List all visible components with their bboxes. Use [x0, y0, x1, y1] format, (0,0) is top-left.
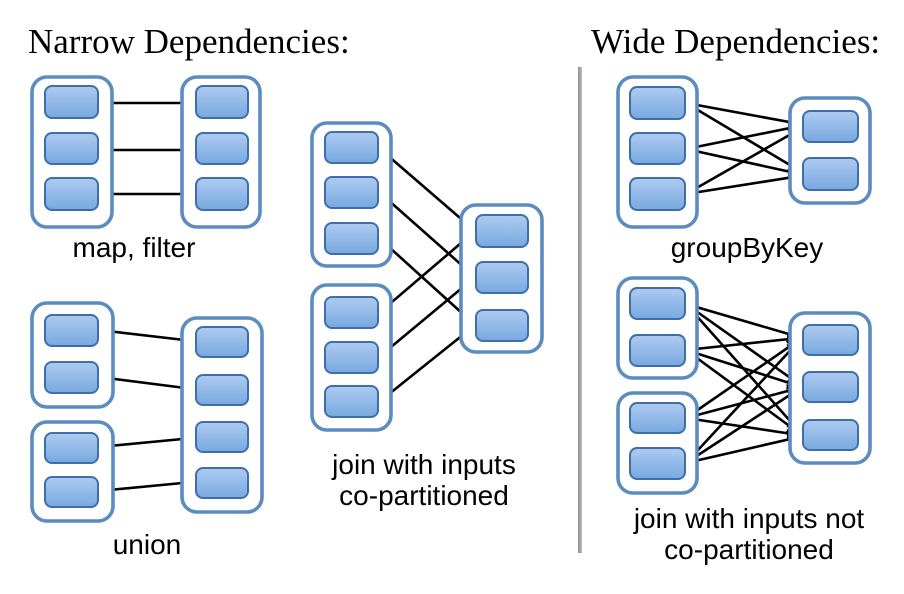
join-copartitioned-group [310, 121, 544, 432]
rdd-partition [44, 177, 99, 211]
join-not-copartitioned-group [616, 276, 872, 495]
union-caption: union [112, 529, 182, 560]
rdd-partition [44, 314, 99, 347]
union-group [30, 301, 264, 523]
rdd-partition [324, 385, 379, 418]
rdd-partition [195, 326, 249, 358]
dependency-arrow [378, 147, 476, 232]
map-filter-group [30, 75, 262, 229]
rdd-partition [475, 214, 529, 248]
rdd-partition [629, 334, 686, 367]
rdd-partition [195, 467, 249, 499]
rdd-partition [44, 132, 99, 165]
rdd-partition [195, 132, 249, 165]
dependency-arrow [378, 191, 476, 278]
wide-dependencies-title: Wide Dependencies: [591, 22, 881, 61]
rdd-partition [802, 324, 859, 356]
group-by-key-caption: groupByKey [670, 232, 824, 263]
rdd-partition [44, 85, 99, 119]
rdd-partition [324, 296, 379, 329]
rdd-partition [802, 110, 859, 143]
rdd-partition [475, 309, 529, 342]
rdd-partition [629, 86, 686, 120]
rdd-partition [629, 447, 686, 480]
section-divider [578, 67, 582, 553]
rdd-partition [44, 361, 99, 394]
dependency-arrow [685, 302, 801, 341]
join-copartitioned-caption: join with inputs co-partitioned [332, 449, 516, 511]
rdd-partition [629, 132, 686, 165]
dependency-arrow [685, 432, 801, 465]
dependency-arrow [685, 127, 802, 196]
dependency-arrow [378, 276, 476, 358]
rdd-partition [324, 222, 379, 255]
rdd-partition [195, 177, 249, 211]
rdd-partition [44, 476, 99, 508]
rdd-partition [44, 432, 99, 464]
rdd-partition [629, 402, 686, 434]
dependency-arrow [685, 121, 802, 151]
rdd-partition [629, 287, 686, 320]
dependency-arrow [685, 387, 801, 465]
map-filter-caption: map, filter [72, 232, 196, 263]
rdd-partition [195, 85, 249, 119]
rdd-partition [195, 421, 249, 453]
rdd-partition [195, 374, 249, 406]
dependency-arrow [685, 101, 802, 129]
rdd-container [180, 316, 264, 514]
dependency-arrow [685, 339, 801, 464]
rdd-partition [802, 157, 859, 191]
dependency-arrow [378, 237, 476, 326]
dependency-arrow [378, 324, 476, 404]
dependency-arrow [685, 338, 801, 420]
rdd-partition [324, 176, 379, 209]
rdd-partition [475, 261, 529, 294]
dependency-arrow [685, 332, 802, 352]
rdd-partition [802, 371, 859, 403]
narrow-dependencies-title: Narrow Dependencies: [28, 22, 350, 61]
dependency-arrow [685, 171, 803, 196]
join-not-copartitioned-caption: join with inputs not co-partitioned [633, 503, 865, 565]
dependency-arrow [378, 230, 476, 314]
rdd-partition [629, 177, 686, 211]
rdd-partition [324, 131, 379, 164]
group-by-key-group [616, 75, 872, 229]
dependency-arrow [685, 348, 801, 435]
rdd-partition [802, 419, 859, 451]
rdd-partition [324, 341, 379, 374]
dependency-arrow [685, 348, 801, 389]
